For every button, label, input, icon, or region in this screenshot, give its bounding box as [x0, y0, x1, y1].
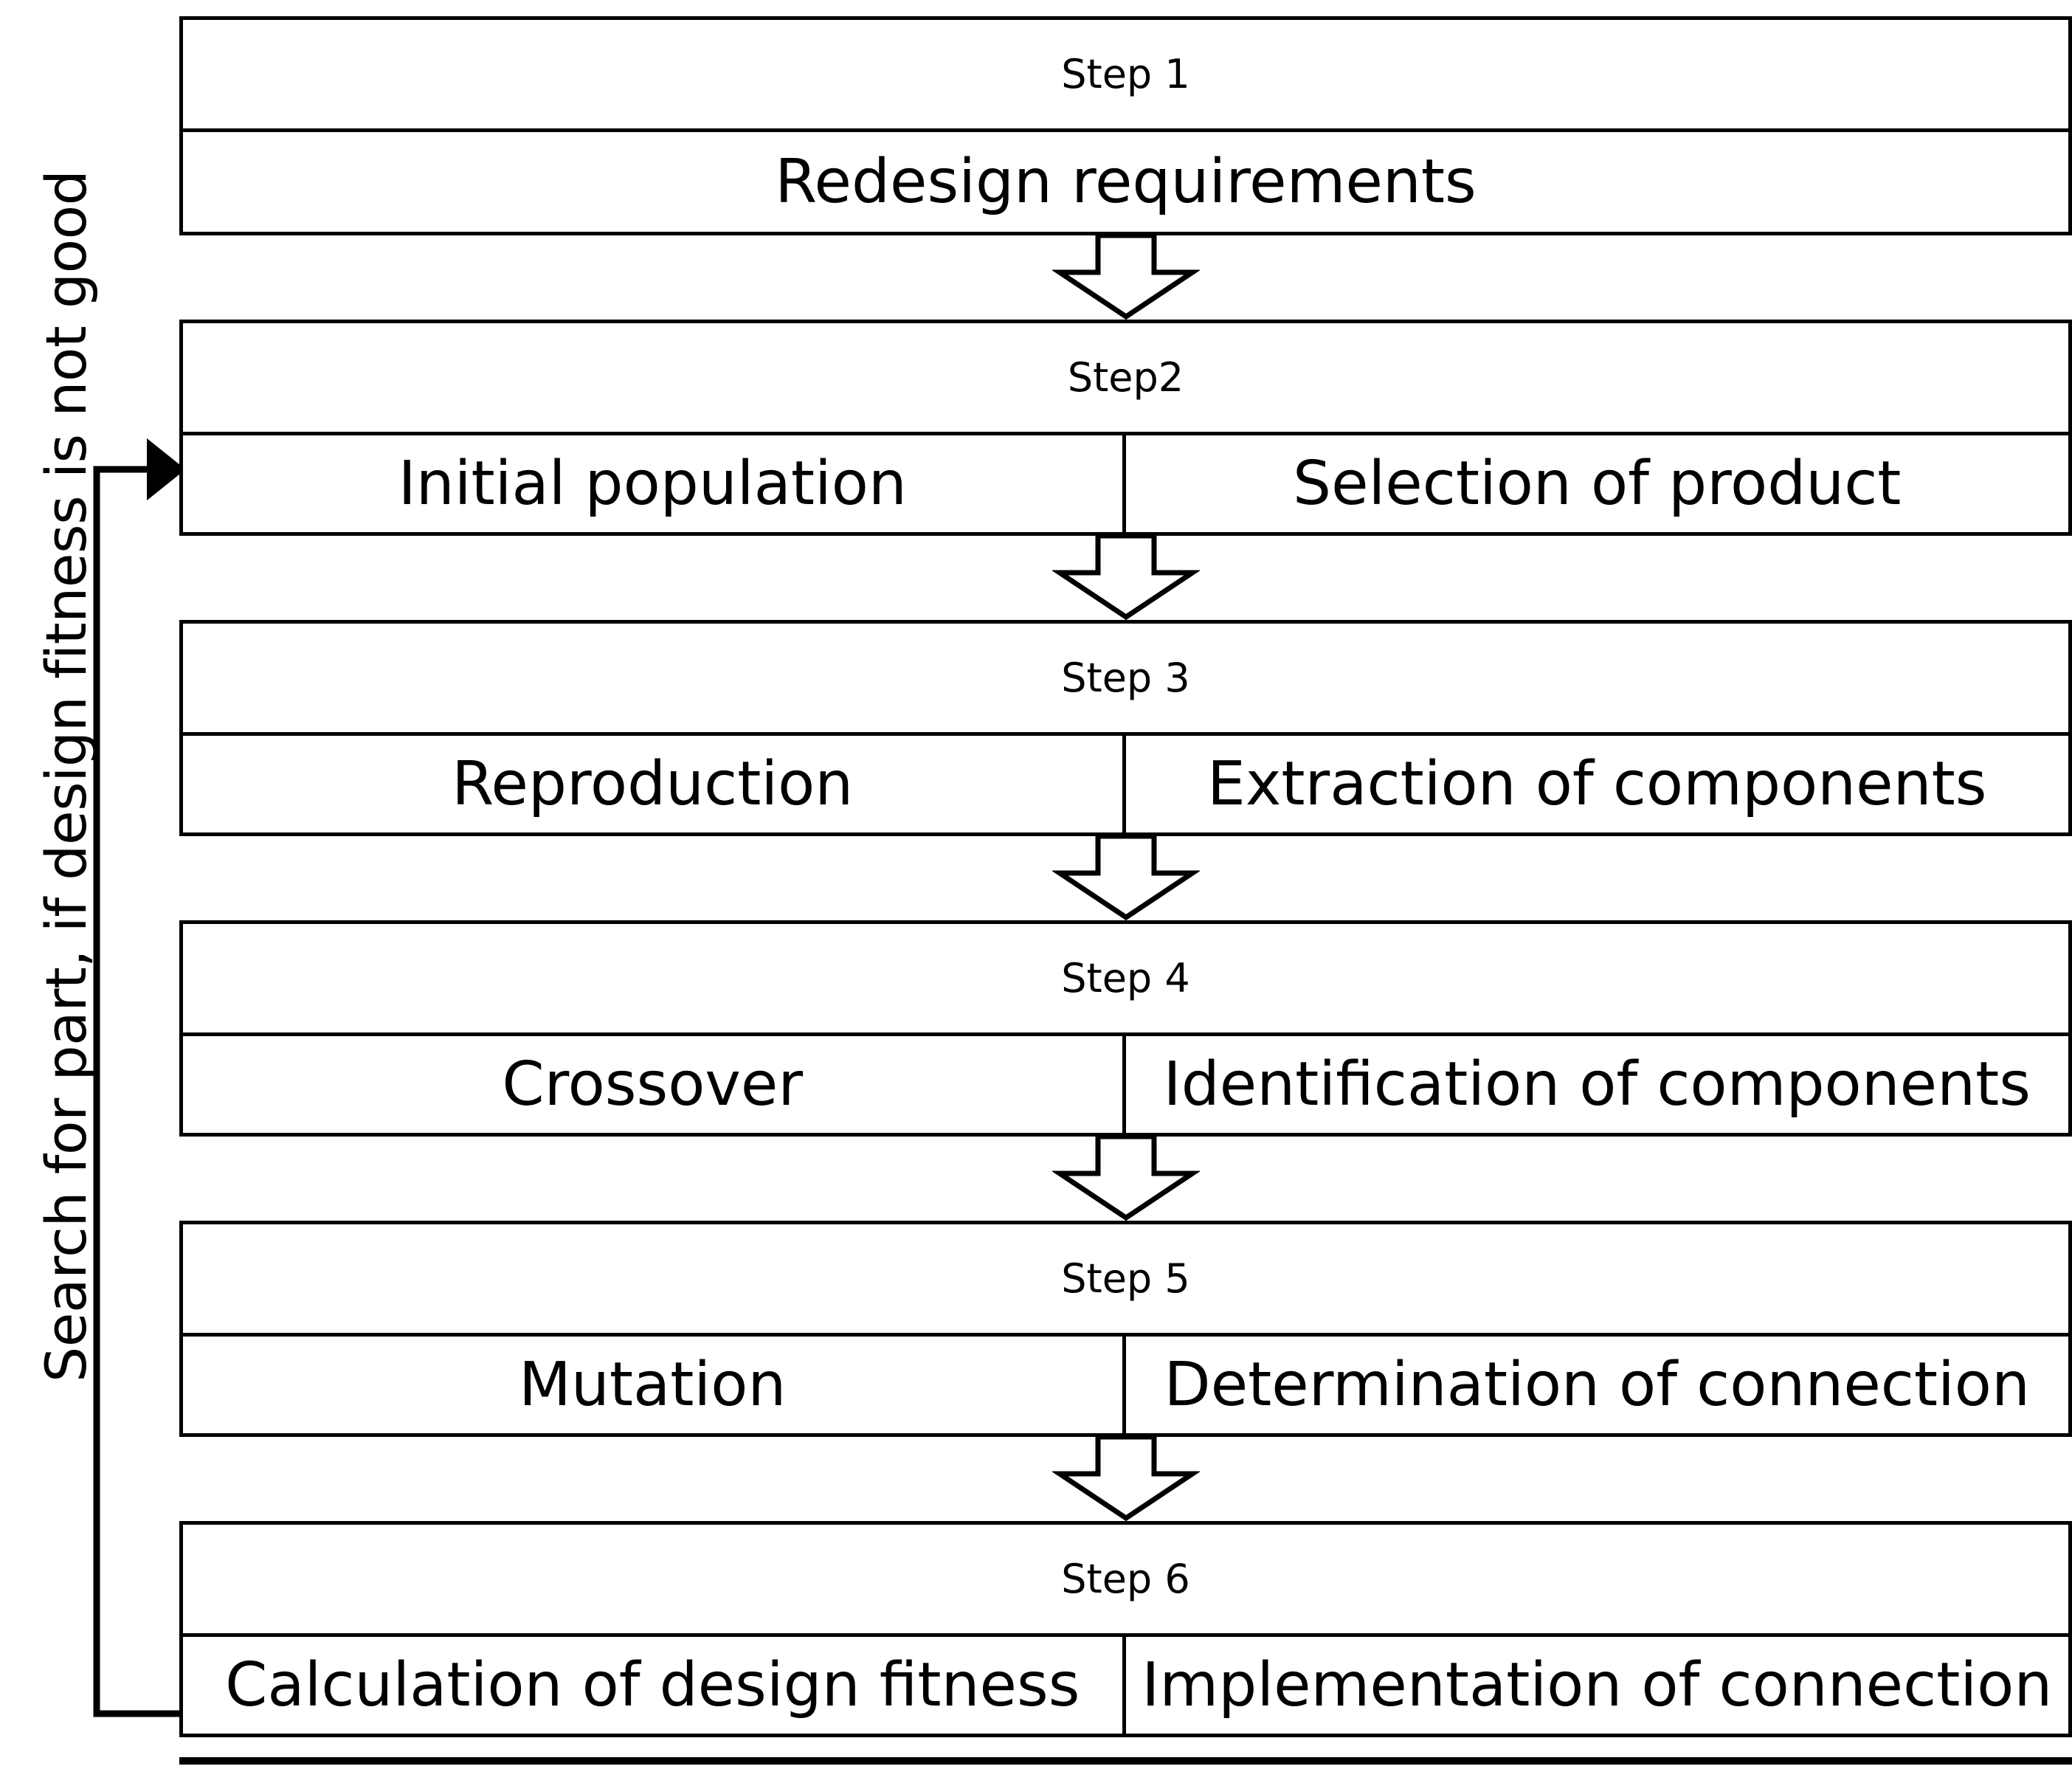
cell-identification-of-components[interactable]: Identification of components	[1126, 1036, 2069, 1133]
down-block-arrow-icon	[1051, 235, 1200, 320]
connector-1-to-2	[179, 235, 2072, 320]
step-label-1: Step 1	[1061, 50, 1190, 97]
connector-4-to-5	[179, 1137, 2072, 1221]
cell-determination-of-connection[interactable]: Determination of connection	[1126, 1337, 2069, 1433]
cell-text: Calculation of design fitness	[225, 1649, 1080, 1720]
step-label-2: Step2	[1067, 354, 1184, 401]
step-label-row-6: Step 6	[183, 1525, 2068, 1637]
flow-column: Step 1 Redesign requirements Step2 Initi…	[179, 16, 2072, 1737]
step-label-3: Step 3	[1061, 654, 1190, 701]
cell-implementation-of-connection[interactable]: Implementation of connection	[1126, 1637, 2069, 1734]
cell-crossover[interactable]: Crossover	[183, 1036, 1126, 1133]
cell-mutation[interactable]: Mutation	[183, 1337, 1126, 1433]
cell-text: Implementation of connection	[1142, 1649, 2053, 1720]
content-row-4: Crossover Identification of components	[183, 1036, 2068, 1133]
cell-extraction-of-components[interactable]: Extraction of components	[1126, 736, 2069, 832]
cell-text: Extraction of components	[1207, 748, 1987, 819]
bottom-rule	[179, 1757, 2072, 1765]
cell-text: Initial population	[398, 448, 907, 519]
down-block-arrow-icon	[1051, 836, 1200, 920]
step-box-1[interactable]: Step 1 Redesign requirements	[179, 16, 2072, 235]
feedback-loop-label: Search for part, if design fitness is no…	[33, 170, 99, 1382]
cell-initial-population[interactable]: Initial population	[183, 435, 1126, 532]
down-block-arrow-icon	[1051, 536, 1200, 620]
connector-5-to-6	[179, 1437, 2072, 1521]
cell-text: Crossover	[502, 1049, 804, 1120]
cell-text: Identification of components	[1163, 1049, 2031, 1120]
step-label-6: Step 6	[1061, 1555, 1190, 1602]
content-row-6: Calculation of design fitness Implementa…	[183, 1637, 2068, 1734]
cell-text: Determination of connection	[1164, 1349, 2030, 1420]
cell-text: Redesign requirements	[775, 146, 1477, 217]
down-block-arrow-icon	[1051, 1137, 1200, 1221]
step-label-row-4: Step 4	[183, 924, 2068, 1036]
content-row-1: Redesign requirements	[183, 132, 2068, 232]
content-row-5: Mutation Determination of connection	[183, 1337, 2068, 1433]
content-row-2: Initial population Selection of product	[183, 435, 2068, 532]
cell-reproduction[interactable]: Reproduction	[183, 736, 1126, 832]
step-label-5: Step 5	[1061, 1255, 1190, 1302]
step-box-5[interactable]: Step 5 Mutation Determination of connect…	[179, 1221, 2072, 1437]
step-box-2[interactable]: Step2 Initial population Selection of pr…	[179, 320, 2072, 536]
cell-text: Mutation	[519, 1349, 787, 1420]
step-label-4: Step 4	[1061, 954, 1190, 1001]
connector-2-to-3	[179, 536, 2072, 620]
cell-text: Reproduction	[452, 748, 854, 819]
cell-redesign-requirements[interactable]: Redesign requirements	[183, 132, 2068, 232]
cell-selection-of-product[interactable]: Selection of product	[1126, 435, 2069, 532]
step-box-4[interactable]: Step 4 Crossover Identification of compo…	[179, 920, 2072, 1137]
step-box-3[interactable]: Step 3 Reproduction Extraction of compon…	[179, 620, 2072, 836]
down-block-arrow-icon	[1051, 1437, 1200, 1521]
connector-3-to-4	[179, 836, 2072, 920]
step-label-row-3: Step 3	[183, 624, 2068, 736]
step-box-6[interactable]: Step 6 Calculation of design fitness Imp…	[179, 1521, 2072, 1737]
cell-calculation-of-design-fitness[interactable]: Calculation of design fitness	[183, 1637, 1126, 1734]
step-label-row-2: Step2	[183, 323, 2068, 435]
content-row-3: Reproduction Extraction of components	[183, 736, 2068, 832]
step-label-row-5: Step 5	[183, 1224, 2068, 1337]
cell-text: Selection of product	[1293, 448, 1902, 519]
step-label-row-1: Step 1	[183, 20, 2068, 132]
